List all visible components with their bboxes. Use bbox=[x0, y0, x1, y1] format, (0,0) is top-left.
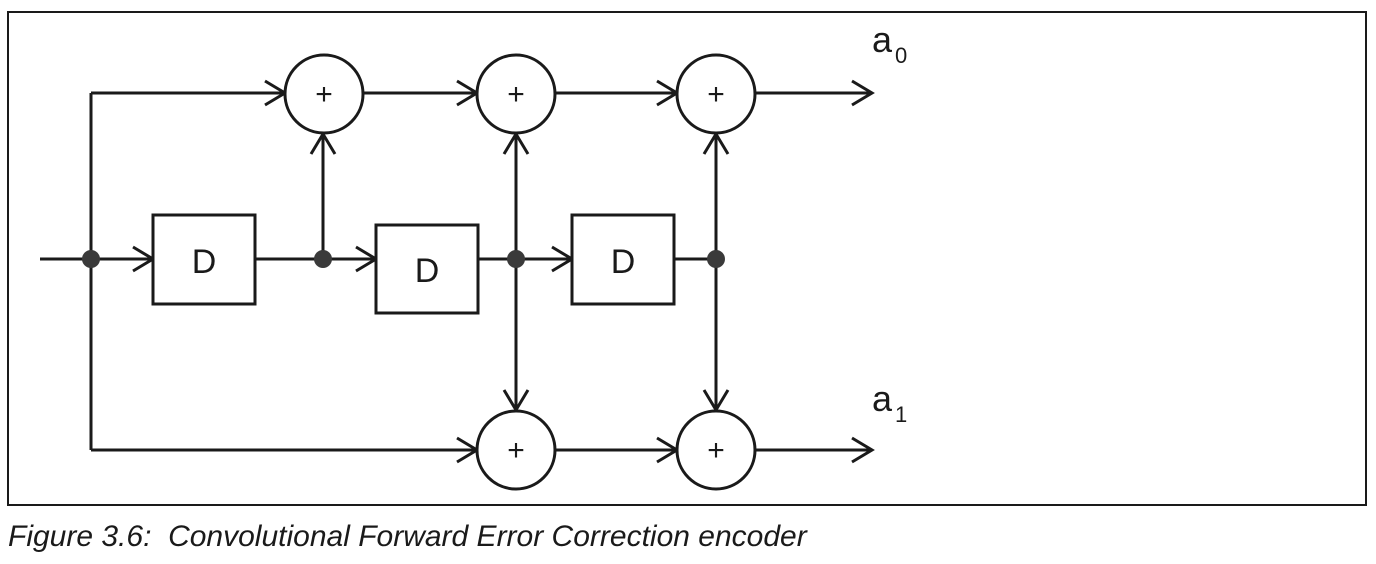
adder-symbol: + bbox=[707, 434, 725, 467]
adder-symbol: + bbox=[315, 78, 333, 111]
delay-label: D bbox=[192, 243, 217, 281]
junction-dot-tap3 bbox=[707, 250, 725, 268]
delay-label: D bbox=[415, 252, 440, 290]
adder-symbol: + bbox=[507, 434, 525, 467]
adder-top-2: + bbox=[475, 53, 557, 135]
adder-bottom-2: + bbox=[675, 409, 757, 491]
arrow-output-a1 bbox=[851, 436, 875, 464]
figure-frame bbox=[7, 11, 1367, 506]
adder-symbol: + bbox=[507, 78, 525, 111]
adder-top-3: + bbox=[675, 53, 757, 135]
junction-dot-input bbox=[82, 250, 100, 268]
adder-symbol: + bbox=[707, 78, 725, 111]
delay-element-2: D bbox=[374, 223, 480, 315]
adder-top-1: + bbox=[283, 53, 365, 135]
output-a1-base: a bbox=[872, 378, 893, 419]
delay-element-3: D bbox=[570, 213, 676, 306]
arrow-output-a0 bbox=[851, 79, 875, 107]
output-a1-subscript: 1 bbox=[895, 402, 907, 427]
junction-dot-tap2 bbox=[507, 250, 525, 268]
output-a0-subscript: 0 bbox=[895, 43, 907, 68]
output-a0-base: a bbox=[872, 19, 893, 60]
figure-caption: Figure 3.6: Convolutional Forward Error … bbox=[8, 520, 807, 553]
junction-dot-tap1 bbox=[314, 250, 332, 268]
adder-bottom-1: + bbox=[475, 409, 557, 491]
delay-element-1: D bbox=[151, 213, 257, 306]
delay-label: D bbox=[611, 243, 636, 281]
